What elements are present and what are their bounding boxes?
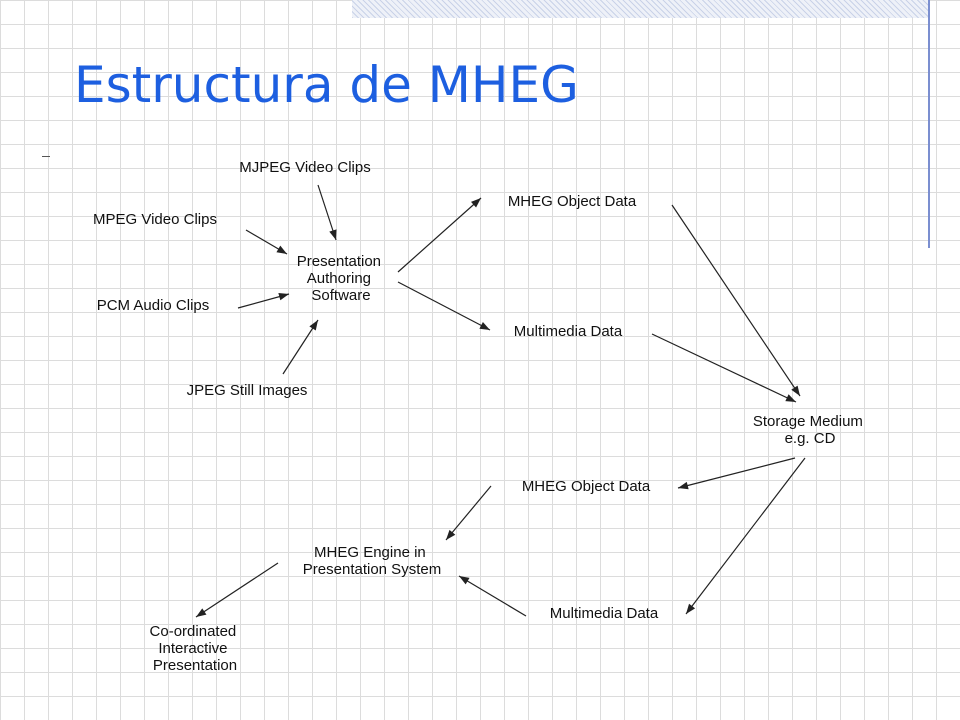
node-mheg-engine: MHEG Engine in Presentation System (303, 544, 441, 578)
arrowhead-mjpeg-to-authoring (329, 229, 337, 240)
node-multimedia-data-1: Multimedia Data (514, 323, 623, 340)
arrow-storage-to-multimedia-2 (685, 457, 806, 615)
node-pcm-audio-clips: PCM Audio Clips (97, 297, 210, 314)
arrow-multimedia-1-to-storage (651, 333, 797, 403)
arrow-authoring-to-mheg-object-1 (397, 197, 482, 273)
node-presentation-authoring-software: Presentation Authoring Software (297, 253, 385, 304)
margin-tick (42, 156, 50, 157)
node-multimedia-data-2: Multimedia Data (550, 605, 659, 622)
arrow-multimedia-2-to-engine (458, 575, 527, 617)
arrow-jpeg-to-authoring (282, 319, 319, 375)
arrowhead-mheg-object-2-to-engine (446, 529, 456, 540)
arrowhead-multimedia-1-to-storage (785, 394, 796, 402)
arrow-storage-to-mheg-object-2 (677, 457, 796, 489)
node-jpeg-still-images: JPEG Still Images (187, 382, 308, 399)
arrowhead-storage-to-mheg-object-2 (678, 481, 689, 490)
node-storage-medium: Storage Medium e.g. CD (753, 413, 867, 447)
arrowhead-mpeg-to-authoring (276, 245, 287, 254)
arrow-engine-to-presentation (195, 562, 279, 618)
arrowhead-jpeg-to-authoring (309, 320, 318, 331)
node-mheg-object-data-2: MHEG Object Data (522, 478, 651, 495)
arrowhead-authoring-to-mheg-object-1 (471, 198, 481, 208)
arrow-mheg-object-1-to-storage (671, 204, 801, 397)
arrow-mheg-object-2-to-engine (445, 485, 492, 541)
node-mjpeg-video-clips: MJPEG Video Clips (239, 159, 370, 176)
arrowhead-authoring-to-multimedia-1 (479, 322, 490, 330)
node-coordinated-presentation: Co-ordinated Interactive Presentation (150, 623, 241, 674)
arrows (195, 184, 806, 618)
top-decor-bar (352, 0, 930, 18)
arrowhead-storage-to-multimedia-2 (686, 603, 696, 614)
right-decor-rule (928, 0, 930, 248)
arrowhead-engine-to-presentation (196, 608, 207, 617)
node-mpeg-video-clips: MPEG Video Clips (93, 211, 217, 228)
arrowhead-mheg-object-1-to-storage (791, 385, 800, 396)
arrowhead-multimedia-2-to-engine (459, 576, 470, 585)
slide-title: Estructura de MHEG (74, 56, 579, 114)
node-mheg-object-data-1: MHEG Object Data (508, 193, 637, 210)
arrowhead-pcm-to-authoring (278, 292, 289, 301)
arrow-authoring-to-multimedia-1 (397, 281, 491, 331)
